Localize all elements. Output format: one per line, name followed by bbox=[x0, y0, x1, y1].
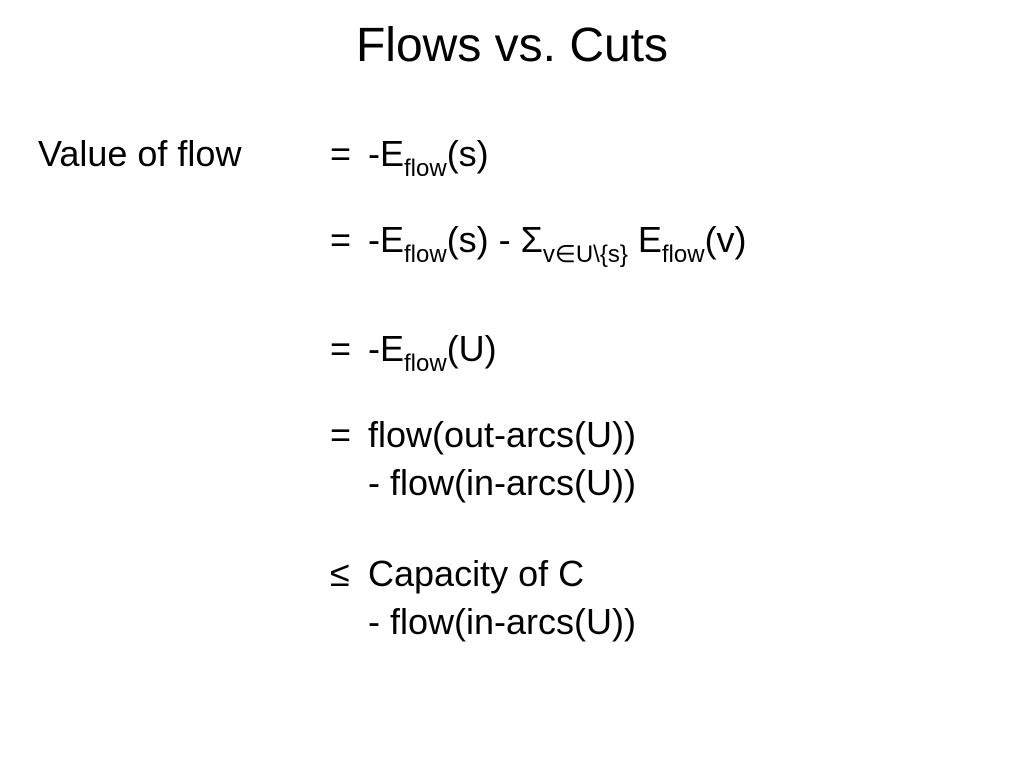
expr-text: E bbox=[627, 219, 662, 260]
expr-text: (U) bbox=[446, 328, 497, 369]
expr-text: Capacity of C bbox=[368, 553, 585, 594]
expr-text: (s) bbox=[446, 133, 489, 174]
equals-operator: = bbox=[330, 414, 352, 455]
expr-text: -E bbox=[368, 328, 404, 369]
equation-line: ≤ Capacity of C bbox=[330, 550, 636, 598]
expr-text: (v) bbox=[704, 219, 747, 260]
expr-subscript: flow bbox=[404, 241, 447, 268]
equation-step-1: = -Eflow(s) bbox=[330, 130, 489, 181]
expr-text: - flow(in-arcs(U)) bbox=[368, 601, 636, 642]
equation-step-2: =-Eflow(s) - Σv∈U\{s} Eflow(v) bbox=[330, 216, 747, 267]
slide-title: Flows vs. Cuts bbox=[355, 19, 669, 72]
expr-text: (s) - Σ bbox=[446, 219, 543, 260]
equation-step-5: ≤ Capacity of C - flow(in-arcs(U)) bbox=[330, 550, 636, 646]
expr-text: - flow(in-arcs(U)) bbox=[368, 462, 636, 503]
equation-line: = flow(out-arcs(U)) bbox=[330, 411, 636, 459]
expr-subscript: flow bbox=[661, 241, 705, 268]
equation-line: = -Eflow(U) bbox=[330, 325, 497, 376]
less-equal-operator: ≤ bbox=[330, 553, 350, 594]
equals-operator: = bbox=[330, 219, 352, 260]
expr-subscript: flow bbox=[404, 155, 447, 182]
expr-subscript: v∈U\{s} bbox=[542, 241, 628, 268]
equation-continuation: - flow(in-arcs(U)) bbox=[330, 598, 636, 646]
equation-step-4: = flow(out-arcs(U)) - flow(in-arcs(U)) bbox=[330, 411, 636, 507]
expr-text: flow(out-arcs(U)) bbox=[368, 414, 637, 455]
expr-text: -E bbox=[368, 133, 404, 174]
equation-line: =-Eflow(s) - Σv∈U\{s} Eflow(v) bbox=[330, 216, 747, 267]
equation-continuation: - flow(in-arcs(U)) bbox=[330, 459, 636, 507]
equation-step-3: = -Eflow(U) bbox=[330, 325, 497, 376]
expr-text: -E bbox=[368, 219, 404, 260]
equals-operator: = bbox=[330, 328, 352, 369]
equals-operator: = bbox=[330, 133, 352, 174]
expr-subscript: flow bbox=[404, 350, 447, 377]
equation-line: = -Eflow(s) bbox=[330, 130, 489, 181]
value-of-flow-label: Value of flow bbox=[38, 133, 242, 174]
